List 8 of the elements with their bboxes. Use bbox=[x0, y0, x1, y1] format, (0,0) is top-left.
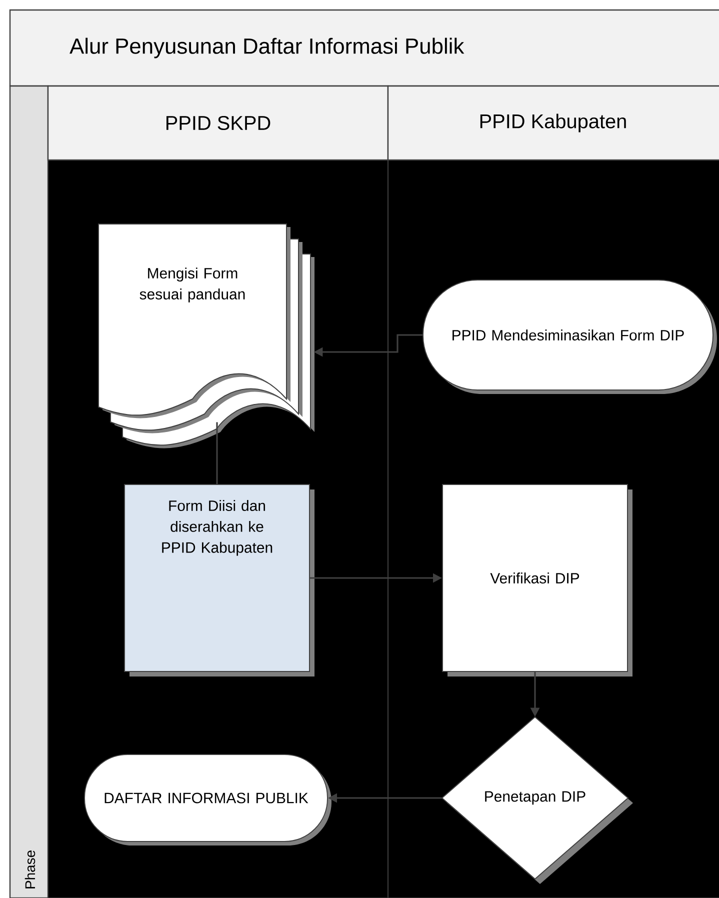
title: Alur Penyusunan Daftar Informasi Publik bbox=[70, 38, 464, 58]
process-box: Verifikasi DIP bbox=[442, 484, 632, 676]
node-label: PPID SKPD bbox=[166, 116, 270, 130]
process-box: Form Diisi dan diserahkan ke PPID Kabupaten bbox=[124, 484, 314, 676]
connector-line bbox=[216, 422, 218, 484]
phase-label: Phase bbox=[24, 850, 36, 888]
document-stack: Mengisi Form sesuai panduan bbox=[98, 224, 314, 448]
node-label: PPID Kabupaten bbox=[480, 114, 626, 132]
